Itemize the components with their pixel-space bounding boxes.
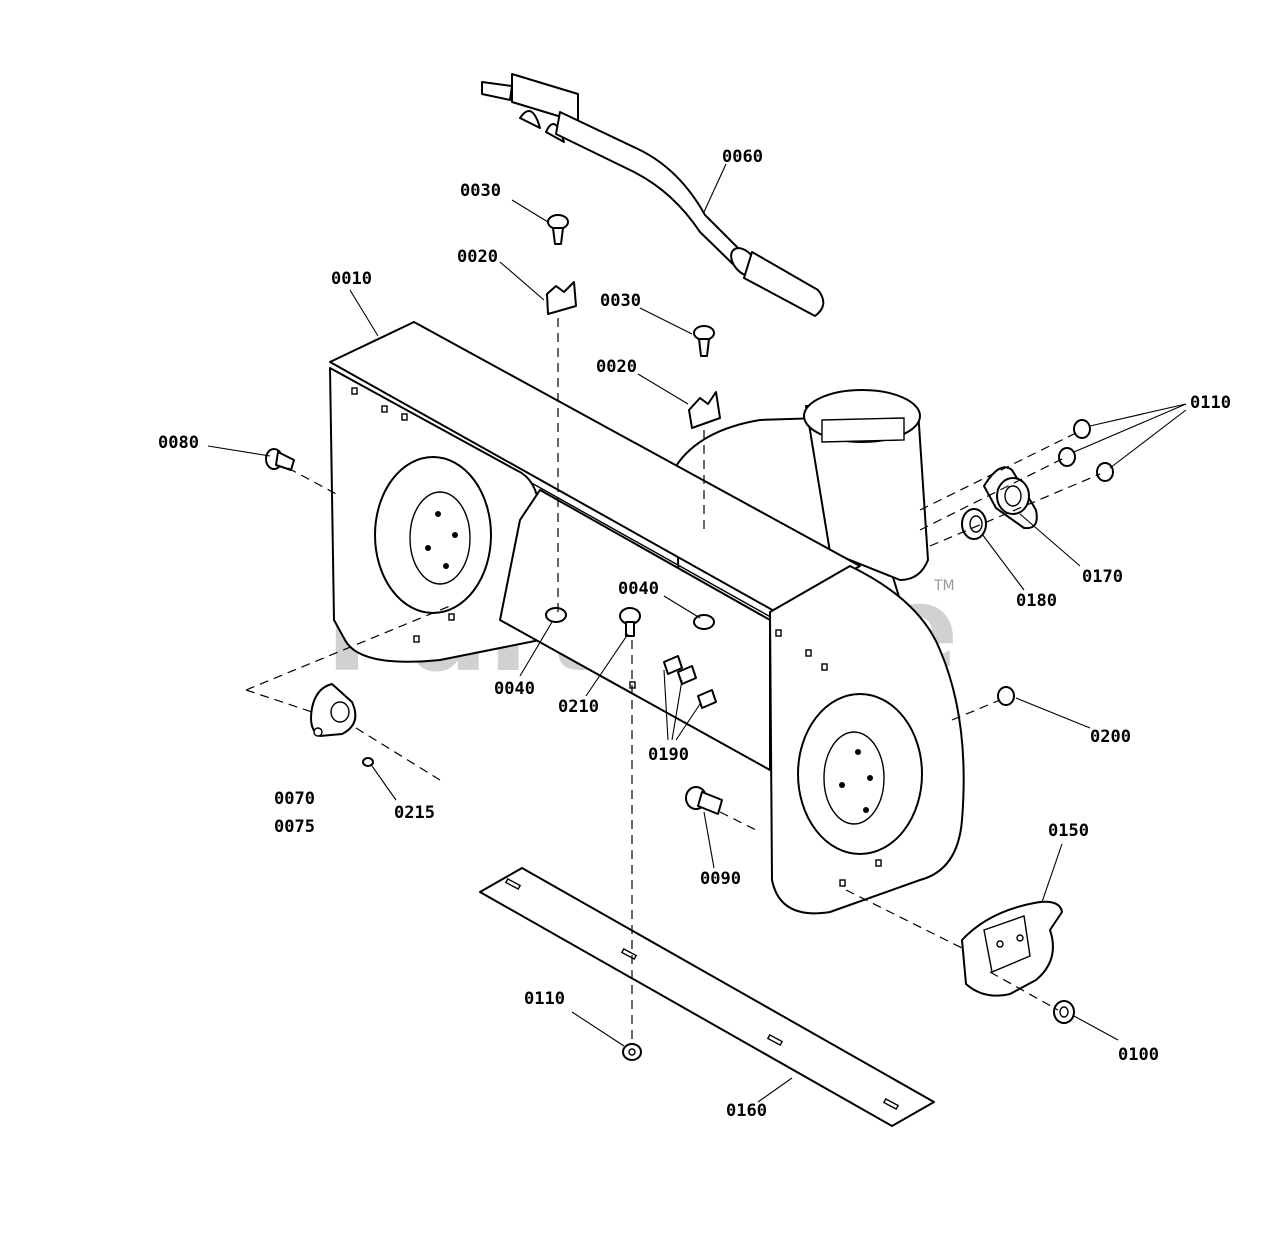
part-0150-skid-shoe[interactable] (961, 900, 1063, 997)
part-0215-grease-fitting[interactable] (362, 757, 374, 767)
part-0030-screw-lower[interactable] (693, 325, 715, 357)
part-0090-bolt[interactable] (685, 786, 723, 815)
label-0040-right[interactable]: 0040 (618, 579, 659, 599)
label-0010[interactable]: 0010 (331, 269, 372, 289)
part-0040-nut-right[interactable] (693, 614, 715, 630)
part-0030-screw-upper[interactable] (547, 214, 569, 245)
part-0060-crank-rod[interactable] (481, 73, 825, 317)
part-0190-bolts[interactable] (663, 655, 717, 709)
label-0020-upper[interactable]: 0020 (457, 247, 498, 267)
label-0070[interactable]: 0070 (274, 789, 315, 809)
watermark-trademark: TM (933, 578, 955, 594)
part-0180-bearing[interactable] (961, 508, 987, 540)
label-0080[interactable]: 0080 (158, 433, 199, 453)
label-0075[interactable]: 0075 (274, 817, 315, 837)
label-0030-lower[interactable]: 0030 (600, 291, 641, 311)
label-0150[interactable]: 0150 (1048, 821, 1089, 841)
label-0210[interactable]: 0210 (558, 697, 599, 717)
part-0010-auger-housing[interactable] (329, 321, 965, 915)
part-0200-plug[interactable] (997, 686, 1015, 706)
part-0020-clip-upper[interactable] (546, 281, 577, 315)
part-0080-bolt[interactable] (265, 448, 295, 471)
label-0190[interactable]: 0190 (648, 745, 689, 765)
part-0040-nut-left[interactable] (545, 607, 567, 623)
part-0020-clip-lower[interactable] (688, 391, 721, 429)
label-0160[interactable]: 0160 (726, 1101, 767, 1121)
leader-lines (207, 163, 1187, 1103)
label-0060[interactable]: 0060 (722, 147, 763, 167)
part-0210-carriage-bolt[interactable] (619, 607, 641, 637)
label-0020-lower[interactable]: 0020 (596, 357, 637, 377)
label-0100[interactable]: 0100 (1118, 1045, 1159, 1065)
part-0100-nut[interactable] (1053, 1000, 1075, 1024)
label-0110-right[interactable]: 0110 (1190, 393, 1231, 413)
part-0070-bearing-housing[interactable] (310, 683, 357, 737)
assembly-lines (245, 318, 1101, 1044)
label-0090[interactable]: 0090 (700, 869, 741, 889)
part-0160-scraper-bar[interactable] (479, 867, 935, 1127)
part-0110-washer-bottom[interactable] (622, 1043, 642, 1061)
label-0170[interactable]: 0170 (1082, 567, 1123, 587)
label-0215[interactable]: 0215 (394, 803, 435, 823)
label-0180[interactable]: 0180 (1016, 591, 1057, 611)
part-0110-washers-right[interactable] (1058, 419, 1114, 482)
label-0110-bottom[interactable]: 0110 (524, 989, 565, 1009)
part-0170-bearing-flange[interactable] (983, 466, 1038, 530)
part-labels: 0060 0030 0020 0010 0030 0020 0110 0080 … (158, 147, 1231, 1121)
label-0030-upper[interactable]: 0030 (460, 181, 501, 201)
label-0040-left[interactable]: 0040 (494, 679, 535, 699)
label-0200[interactable]: 0200 (1090, 727, 1131, 747)
